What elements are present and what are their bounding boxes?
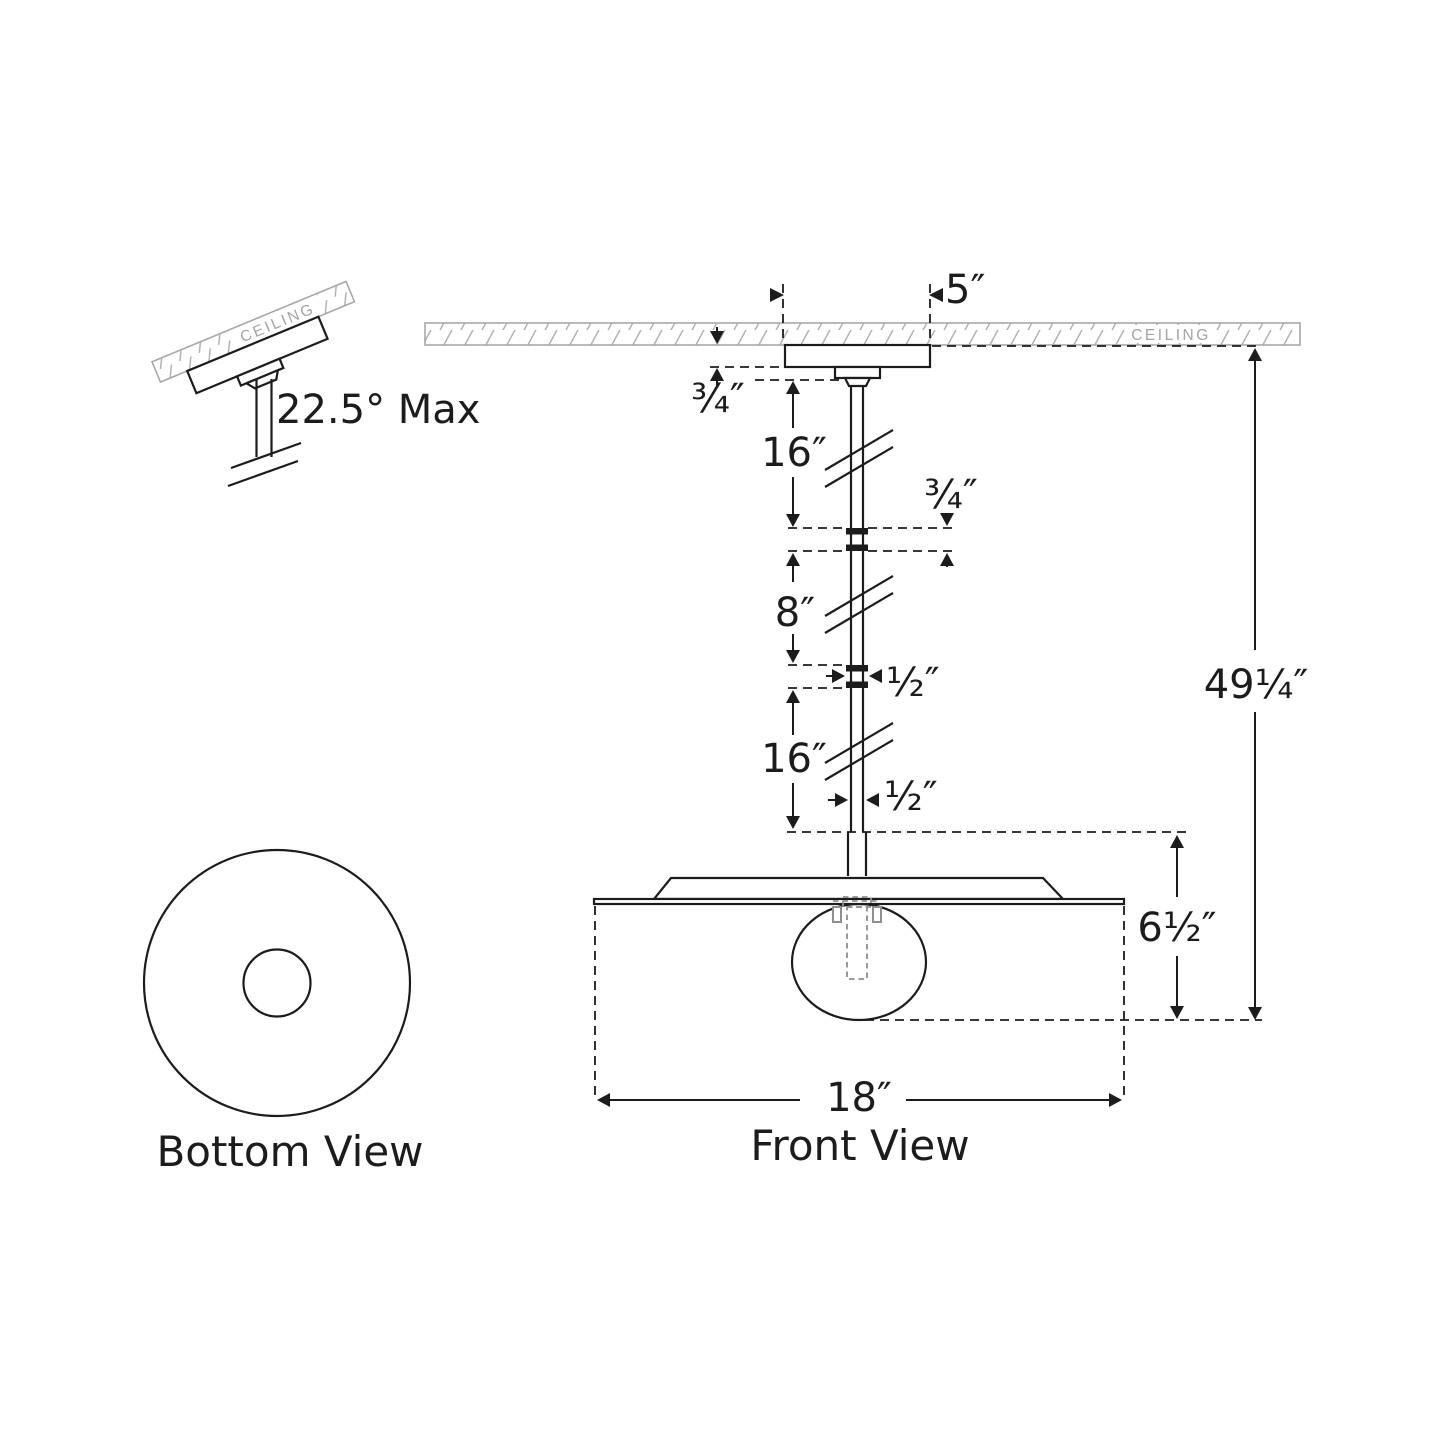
shade-disc: [592, 897, 1126, 906]
stem: [846, 386, 868, 876]
upper-stem-label: 16″: [761, 430, 827, 476]
stem-diameter-label: ½″: [884, 774, 938, 820]
overall-drop-label: 49¼″: [1204, 662, 1309, 708]
stem-coupler-upper: [846, 528, 868, 551]
shade-spun-top: [651, 876, 1066, 901]
globe-diffuser: [790, 902, 928, 1022]
canopy-width-label: 5″: [945, 267, 985, 313]
coupler-diameter-label: ½″: [886, 660, 940, 706]
dimension-canopy-width: 5″: [770, 267, 985, 313]
shade-diameter-label: 18″: [826, 1075, 892, 1121]
canopy-hub: [833, 365, 882, 380]
canopy-depth-label: ¾″: [691, 376, 745, 422]
dimension-stem-diameter: ½″: [828, 774, 938, 820]
bottom-view: Bottom View: [142, 848, 424, 1176]
dimension-coupler-diameter: ½″: [826, 660, 940, 706]
ceiling-label: CEILING: [1131, 327, 1211, 344]
stem-break-marks: [824, 429, 894, 781]
tilted-ceiling-view: CEILING 22.5° Max: [150, 280, 480, 488]
front-view: CEILING: [424, 267, 1309, 1170]
dimension-coupler-length: ¾″: [924, 472, 978, 567]
coupler-length-label: ¾″: [924, 472, 978, 518]
swivel-neck: [843, 376, 872, 388]
globe-opening-circle: [242, 948, 312, 1018]
canopy: [783, 343, 932, 369]
max-tilt-angle-label: 22.5° Max: [276, 387, 480, 433]
dimension-upper-stem: 16″: [761, 381, 827, 527]
dimension-shade-height: 6½″: [1137, 835, 1217, 1019]
dimension-overall-drop: 49¼″: [1204, 348, 1309, 1020]
reference-dashed-lines: [594, 284, 1262, 1100]
tilted-stem-break-marks: [227, 441, 302, 488]
tilted-ceiling-label-gap: [229, 294, 325, 350]
lower-stem-label: 16″: [761, 736, 827, 782]
dimension-shade-diameter: 18″: [597, 1075, 1122, 1121]
tilted-swivel-neck: [243, 368, 280, 390]
front-view-caption: Front View: [750, 1121, 969, 1170]
middle-stem-label: 8″: [775, 590, 815, 636]
stem-coupler-lower: [846, 665, 868, 688]
dimension-lower-stem: 16″: [761, 690, 827, 829]
dimension-canopy-depth: ¾″: [691, 327, 745, 422]
bottom-view-caption: Bottom View: [156, 1127, 423, 1176]
lamp-socket-hidden: [832, 896, 882, 980]
tilted-stem: [255, 379, 273, 457]
shade-height-label: 6½″: [1137, 905, 1216, 951]
dimension-middle-stem: 8″: [775, 553, 815, 663]
ceiling-label-gap: [1129, 325, 1214, 343]
